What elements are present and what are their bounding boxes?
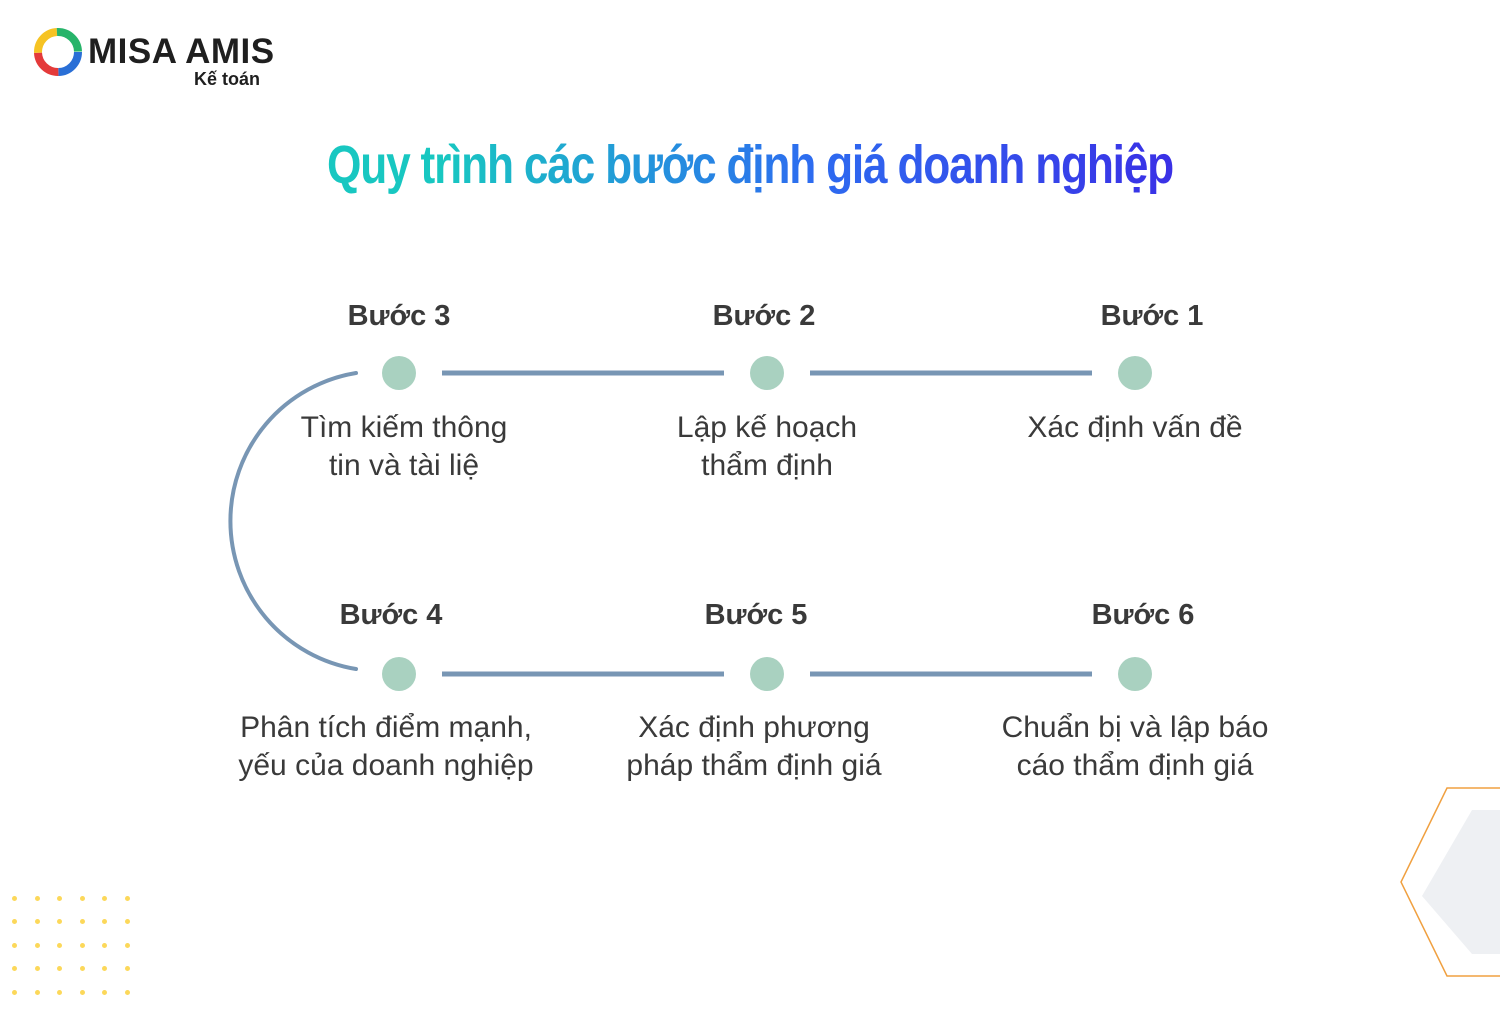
decor-dot xyxy=(79,942,85,948)
brand-product: Kế toán xyxy=(194,69,261,89)
misa-logo-icon xyxy=(34,28,82,76)
step-4-line-1: Phân tích điểm mạnh, xyxy=(240,711,532,744)
step-2-line-2: thẩm định xyxy=(701,449,833,482)
decor-dot xyxy=(124,989,130,995)
step-3-node xyxy=(382,356,416,390)
step-4-line-2: yếu của doanh nghiệp xyxy=(238,749,534,782)
step-2-description: Lập kế hoạch thẩm định xyxy=(587,409,947,485)
decor-dot xyxy=(34,966,40,972)
decor-dot xyxy=(34,896,40,901)
brand-name: MISA AMIS xyxy=(88,32,275,71)
step-3-line-2: tin và tài liệ xyxy=(328,449,480,482)
step-6-node xyxy=(1118,657,1152,691)
decor-dot xyxy=(12,919,17,925)
decor-dot xyxy=(57,942,63,948)
decor-dot xyxy=(124,896,130,901)
decor-dot xyxy=(12,989,17,995)
decor-dot xyxy=(12,966,17,972)
decor-dot xyxy=(124,966,130,972)
decor-dot xyxy=(102,942,108,948)
decor-dot xyxy=(102,989,108,995)
decor-dot xyxy=(79,966,85,972)
step-3-label: Bước 3 xyxy=(347,300,451,332)
step-1-description: Xác định vấn đề xyxy=(955,409,1315,447)
decor-dot xyxy=(124,942,130,948)
decor-dot xyxy=(102,966,108,972)
connector-curve xyxy=(228,371,358,671)
step-6-line-1: Chuẩn bị và lập báo xyxy=(1001,711,1269,744)
step-2-node xyxy=(750,356,784,390)
hexagon-decoration xyxy=(1400,787,1500,977)
step-5-line-2: pháp thẩm định giá xyxy=(626,749,882,782)
brand-logo: MISA AMIS Kế toán xyxy=(32,26,292,96)
step-2-label: Bước 2 xyxy=(712,300,816,332)
decor-dot xyxy=(57,966,63,972)
hexagon-inner-decoration xyxy=(1422,810,1500,954)
step-4-label: Bước 4 xyxy=(339,599,443,631)
step-1-node xyxy=(1118,356,1152,390)
step-6-label: Bước 6 xyxy=(1091,599,1195,631)
decor-dot xyxy=(34,919,40,925)
decor-dot xyxy=(79,896,85,901)
step-4-description: Phân tích điểm mạnh, yếu của doanh nghiệ… xyxy=(206,709,566,785)
step-5-line-1: Xác định phương xyxy=(638,711,870,744)
page-title: Quy trình các bước định giá doanh nghiệp xyxy=(135,135,1365,195)
step-6-description: Chuẩn bị và lập báo cáo thẩm định giá xyxy=(955,709,1315,785)
decor-dot xyxy=(57,989,63,995)
step-5-description: Xác định phương pháp thẩm định giá xyxy=(574,709,934,785)
step-5-node xyxy=(750,657,784,691)
decor-dot xyxy=(57,896,63,901)
decor-dot xyxy=(34,942,40,948)
dot-grid-decoration xyxy=(12,896,148,1013)
step-1-label: Bước 1 xyxy=(1100,300,1204,332)
decor-dot xyxy=(57,919,63,925)
step-5-label: Bước 5 xyxy=(704,599,808,631)
decor-dot xyxy=(102,896,108,901)
decor-dot xyxy=(12,942,17,948)
decor-dot xyxy=(12,896,17,901)
step-2-line-1: Lập kế hoạch xyxy=(676,411,858,444)
decor-dot xyxy=(102,919,108,925)
decor-dot xyxy=(34,989,40,995)
step-3-line-1: Tìm kiếm thông xyxy=(300,411,508,444)
step-3-description: Tìm kiếm thông tin và tài liệ xyxy=(224,409,584,485)
decor-dot xyxy=(79,919,85,925)
decor-dot xyxy=(79,989,85,995)
step-6-line-2: cáo thẩm định giá xyxy=(1016,749,1254,782)
step-1-line-1: Xác định vấn đề xyxy=(1027,411,1243,444)
step-4-node xyxy=(382,657,416,691)
decor-dot xyxy=(124,919,130,925)
